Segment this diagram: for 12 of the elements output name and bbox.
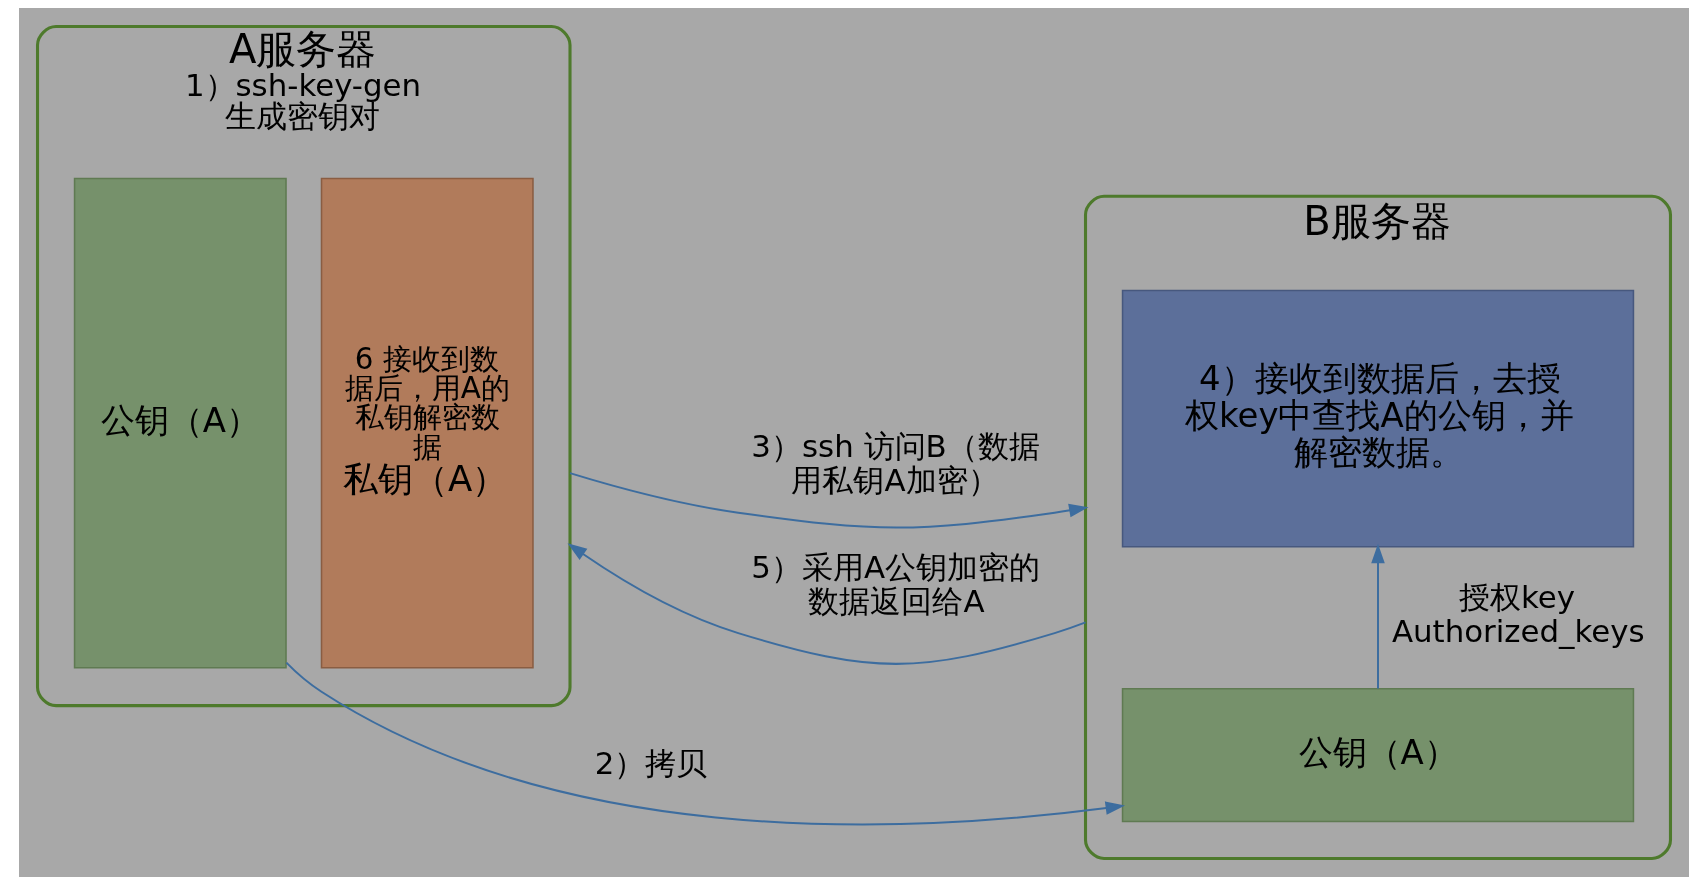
edge-label: 授权key Authorized_keys <box>1391 579 1645 650</box>
arrow <box>285 661 1126 826</box>
node-box: 4）接收到数据后，去授权key中查找A的公钥，并解密数据。 <box>1121 289 1635 548</box>
edge-label: 5）采用A公钥加密的数据返回给A <box>751 548 1041 619</box>
edge-label: 2）拷贝 <box>594 744 708 781</box>
arrow <box>1371 543 1385 689</box>
edge-label: 3）ssh 访问B（数据用私钥A加密） <box>751 428 1040 499</box>
node-box: 公钥（A） <box>1121 687 1635 823</box>
node-box: 6 接收到数据后，用A的私钥解密数据 私钥（A） <box>320 177 534 669</box>
node-box: 公钥（A） <box>73 177 287 669</box>
arrow <box>567 543 1086 665</box>
arrow <box>569 472 1089 529</box>
